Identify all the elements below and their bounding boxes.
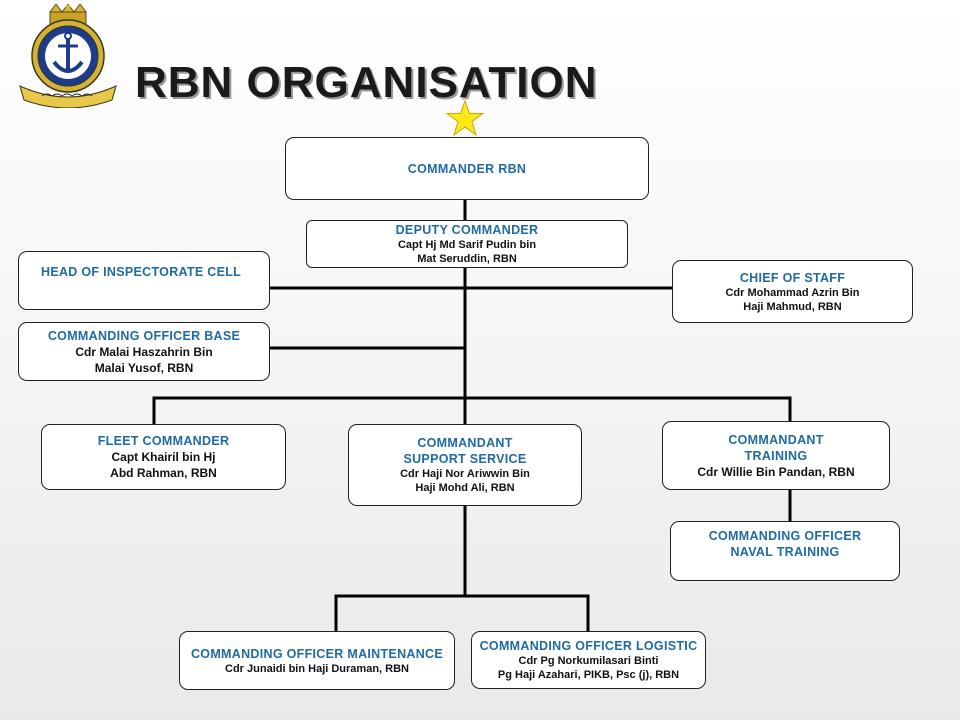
commandant-support-service-box: COMMANDANT SUPPORT SERVICE Cdr Haji Nor … <box>348 424 582 506</box>
co-naval-training-box: COMMANDING OFFICER NAVAL TRAINING <box>670 521 900 581</box>
inspectorate-role: HEAD OF INSPECTORATE CELL <box>41 265 242 279</box>
support-role-line2: SUPPORT SERVICE <box>403 452 527 466</box>
co-base-box: COMMANDING OFFICER BASE Cdr Malai Haszah… <box>18 322 270 381</box>
co-logistic-box: COMMANDING OFFICER LOGISTIC Cdr Pg Norku… <box>471 631 706 689</box>
chief-of-staff-name-line1: Cdr Mohammad Azrin Bin <box>725 286 860 299</box>
support-name-line1: Cdr Haji Nor Ariwwin Bin <box>400 468 530 480</box>
chief-of-staff-role: CHIEF OF STAFF <box>739 270 846 285</box>
deputy-name-line1: Capt Hj Md Sarif Pudin bin <box>397 239 537 251</box>
maintenance-name-line1: Cdr Junaidi bin Haji Duraman, RBN <box>225 662 409 675</box>
chief-of-staff-name-line2: Haji Mahmud, RBN <box>743 300 842 313</box>
connector-division-bar <box>152 396 792 424</box>
maintenance-role: COMMANDING OFFICER MAINTENANCE <box>190 646 444 661</box>
star-icon <box>445 99 485 137</box>
commander-rbn-box: COMMANDER RBN <box>285 137 649 200</box>
training-role-line1: COMMANDANT <box>728 432 824 447</box>
commander-role: COMMANDER RBN <box>407 161 527 176</box>
co-base-role: COMMANDING OFFICER BASE <box>47 328 241 343</box>
logistic-name-line1: Cdr Pg Norkumilasari Binti <box>518 655 659 667</box>
support-role-line1: COMMANDANT <box>417 436 513 450</box>
commandant-training-box: COMMANDANT TRAINING Cdr Willie Bin Panda… <box>662 421 890 490</box>
logistic-role: COMMANDING OFFICER LOGISTIC <box>479 639 698 653</box>
co-maintenance-box: COMMANDING OFFICER MAINTENANCE Cdr Junai… <box>179 631 455 690</box>
deputy-name-line2: Mat Seruddin, RBN <box>417 253 517 265</box>
page-title: RBN ORGANISATION <box>135 58 598 107</box>
fleet-role: FLEET COMMANDER <box>97 434 230 448</box>
logistic-name-line2: Pg Haji Azahari, PIKB, Psc (j), RBN <box>497 669 680 681</box>
co-base-name-line2: Malai Yusof, RBN <box>94 360 194 375</box>
rbn-crest-icon <box>19 4 117 108</box>
co-base-name-line1: Cdr Malai Haszahrin Bin <box>75 344 213 359</box>
support-name-line2: Haji Mohd Ali, RBN <box>415 482 515 494</box>
deputy-commander-box: DEPUTY COMMANDER Capt Hj Md Sarif Pudin … <box>306 220 628 268</box>
deputy-role: DEPUTY COMMANDER <box>395 223 539 237</box>
connector-support-units <box>334 594 590 631</box>
naval-training-role-line2: NAVAL TRAINING <box>730 545 840 559</box>
fleet-name-line2: Abd Rahman, RBN <box>110 466 217 480</box>
inspectorate-cell-box: HEAD OF INSPECTORATE CELL <box>18 251 270 310</box>
training-name-line1: Cdr Willie Bin Pandan, RBN <box>697 464 855 479</box>
training-role-line2: TRAINING <box>744 448 808 463</box>
naval-training-role-line1: COMMANDING OFFICER <box>708 529 862 543</box>
fleet-commander-box: FLEET COMMANDER Capt Khairil bin Hj Abd … <box>41 424 286 490</box>
chief-of-staff-box: CHIEF OF STAFF Cdr Mohammad Azrin Bin Ha… <box>672 260 913 323</box>
fleet-name-line1: Capt Khairil bin Hj <box>111 450 216 464</box>
